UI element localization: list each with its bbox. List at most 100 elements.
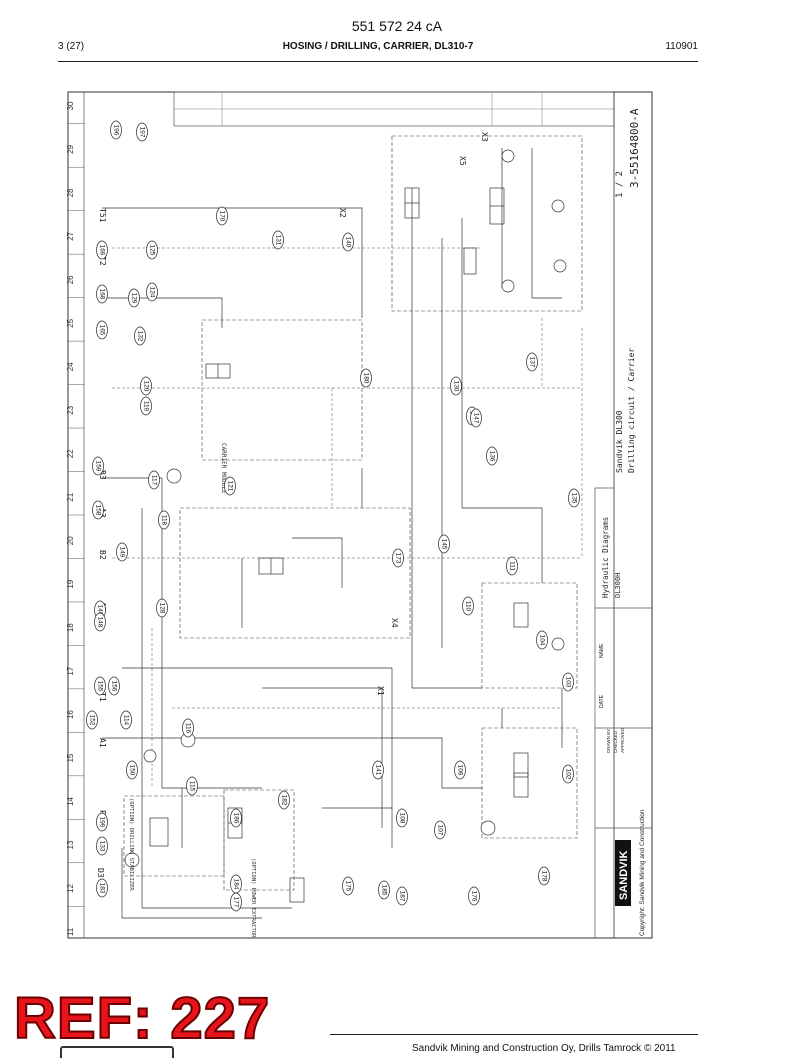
component-tag-number: 117 — [151, 475, 158, 486]
component-tag-number: 109 — [457, 765, 464, 776]
footer-divider — [330, 1034, 698, 1035]
port-label-x2: X2 — [338, 208, 347, 218]
component-tag-outline — [434, 820, 446, 840]
footer-text: Sandvik Mining and Construction Oy, Dril… — [412, 1043, 676, 1054]
component-tag-182: 182 — [278, 790, 290, 810]
component-tag-outline — [136, 122, 148, 142]
component-tag-number: 111 — [509, 561, 516, 571]
component-tag-187: 187 — [396, 886, 408, 906]
component-tag-number: 145 — [441, 539, 448, 550]
component-tag-158: 158 — [92, 500, 104, 520]
component-tag-156: 156 — [108, 676, 120, 696]
component-tag-102: 102 — [562, 764, 574, 784]
document-number: 551 572 24 cA — [351, 18, 443, 34]
component-tag-number: 199 — [99, 817, 106, 828]
component-tag-108: 108 — [396, 808, 408, 828]
grid-column-20: 20 — [66, 536, 75, 545]
component-tag-number: 125 — [149, 245, 156, 256]
component-tag-number: 196 — [113, 125, 120, 136]
component-tag-number: 119 — [143, 401, 150, 412]
sheet-number: 1 / 2 — [615, 171, 625, 198]
gauge-symbols — [124, 149, 567, 868]
component-tag-number: 146 — [97, 605, 104, 616]
model-name: DL300H — [614, 573, 622, 598]
pump-module-box-2 — [481, 727, 578, 839]
component-tag-number: 116 — [185, 723, 192, 734]
component-tag-number: 177 — [233, 897, 240, 908]
component-tag-125: 125 — [146, 240, 158, 260]
grid-column-13: 13 — [66, 840, 75, 849]
component-tag-130: 130 — [450, 376, 462, 396]
component-tag-outline — [562, 764, 574, 784]
component-tag-178: 178 — [538, 866, 550, 886]
stabilizer-module-box — [123, 795, 225, 877]
component-tag-outline — [216, 206, 228, 226]
component-tag-outline — [454, 760, 466, 780]
row-checked: CHECKED — [613, 730, 618, 753]
row-drawn-by: DRAWN BY — [606, 729, 611, 753]
component-tag-149: 149 — [116, 542, 128, 562]
component-tag-136: 136 — [486, 446, 498, 466]
component-tag-outline — [128, 288, 140, 308]
port-label-x5: X5 — [458, 156, 467, 166]
component-tag-number: 133 — [99, 841, 106, 852]
component-tag-outline — [110, 120, 122, 140]
carrier-module-box — [201, 319, 363, 461]
component-tag-147: 147 — [470, 408, 482, 428]
component-tag-outline — [230, 874, 242, 894]
component-tag-outline — [342, 876, 354, 896]
component-tag-outline — [182, 718, 194, 738]
component-tag-outline — [92, 500, 104, 520]
component-tag-outline — [562, 672, 574, 692]
component-tag-outline — [342, 232, 354, 252]
grid-column-11: 11 — [66, 927, 75, 936]
upper-valve-box — [391, 135, 583, 312]
component-tag-outline — [392, 548, 404, 568]
drawing-frame — [67, 91, 653, 939]
power-extractor-box — [223, 789, 295, 891]
grid-column-15: 15 — [66, 753, 75, 762]
component-tag-outline — [120, 710, 132, 730]
component-tag-outline — [140, 396, 152, 416]
component-tag-outline — [146, 282, 158, 302]
drawing-subject: Drilling circuit / Carrier — [627, 348, 636, 473]
component-tag-170: 170 — [216, 206, 228, 226]
grid-column-21: 21 — [66, 492, 75, 501]
component-tag-number: 128 — [159, 603, 166, 614]
brand-label: SANDVIK — [618, 850, 630, 900]
grid-column-22: 22 — [66, 449, 75, 458]
component-tag-184: 184 — [230, 874, 242, 894]
sandvik-logo-box — [615, 840, 631, 906]
component-tag-176: 176 — [468, 886, 480, 906]
component-tag-outline — [230, 808, 242, 828]
component-tag-number: 104 — [539, 635, 546, 646]
component-tag-outline — [148, 470, 160, 490]
port-label-t51: T51 — [98, 208, 107, 223]
component-tag-175: 175 — [342, 876, 354, 896]
component-tag-137: 137 — [526, 352, 538, 372]
page-title: HOSING / DRILLING, CARRIER, DL310-7 — [282, 41, 474, 52]
component-tag-number: 121 — [227, 481, 234, 492]
grid-column-25: 25 — [66, 318, 75, 327]
valve-symbols — [149, 187, 529, 903]
component-tag-number: 130 — [453, 381, 460, 392]
component-tag-outline — [278, 790, 290, 810]
component-tag-outline — [486, 446, 498, 466]
component-tag-number: 124 — [149, 287, 156, 298]
component-tag-number: 115 — [189, 781, 196, 792]
component-tag-number: 110 — [465, 601, 472, 612]
component-tag-outline — [140, 376, 152, 396]
component-tag-outline — [272, 230, 284, 250]
reference-stamp: REF: 227 — [13, 986, 271, 1051]
component-tag-number: 140 — [345, 237, 352, 248]
component-tag-outline — [360, 368, 372, 388]
component-tag-outline — [96, 812, 108, 832]
page-number: 3 (27) — [58, 41, 85, 52]
component-tag-117: 117 — [148, 470, 160, 490]
component-tag-number: 169 — [99, 245, 106, 256]
component-tag-135: 135 — [568, 488, 580, 508]
component-tag-159: 159 — [92, 456, 104, 476]
column-name: NAME — [599, 643, 605, 658]
component-tag-104: 104 — [536, 630, 548, 650]
footer-logo-mark — [60, 1046, 174, 1058]
